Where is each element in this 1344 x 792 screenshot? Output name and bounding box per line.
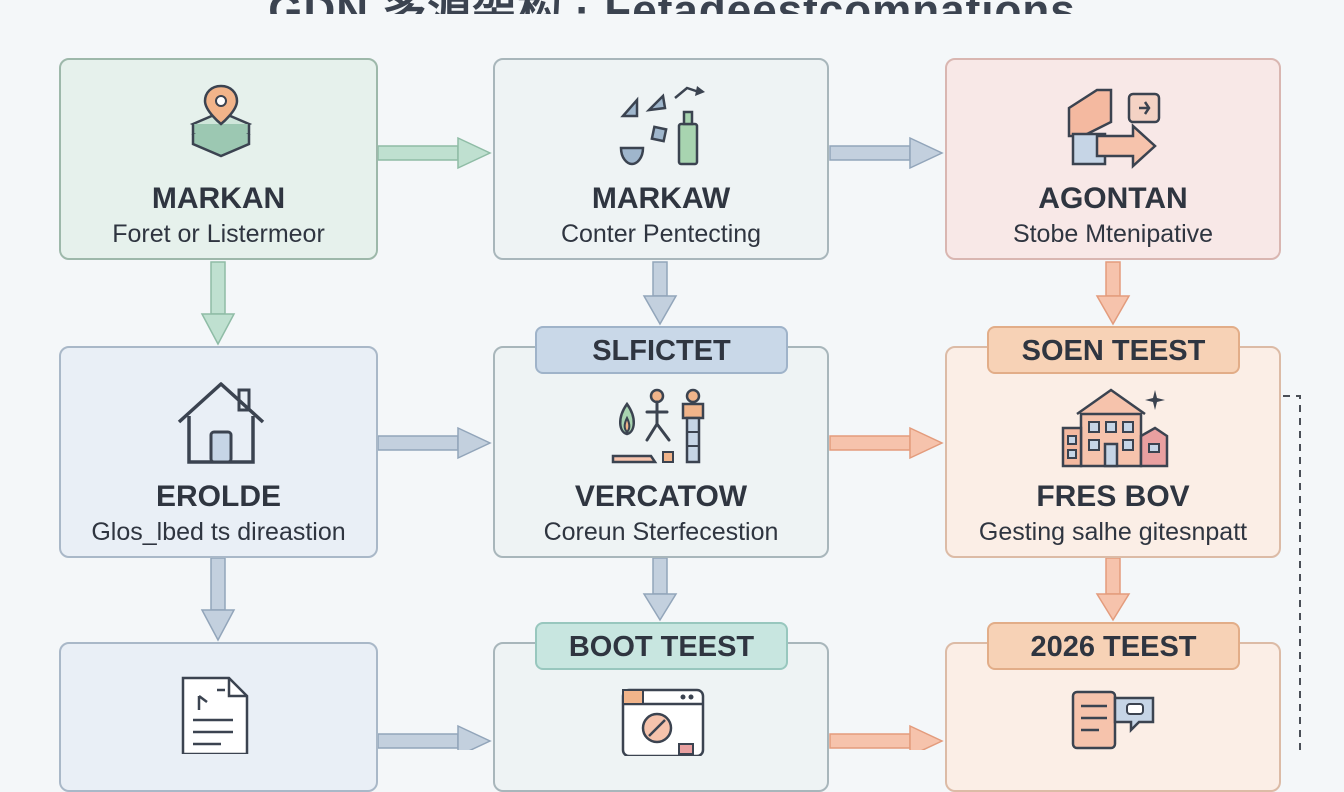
card-vercatow: VERCATOW Coreun Sterfecestion bbox=[493, 346, 829, 558]
connector-arrows bbox=[200, 136, 1301, 750]
figures-tower-icon bbox=[611, 388, 705, 464]
card-agontan: AGONTAN Stobe Mtenipative bbox=[945, 58, 1281, 260]
card-title: MARKAW bbox=[591, 182, 731, 215]
browser-window-icon bbox=[621, 688, 705, 756]
location-server-icon bbox=[189, 84, 253, 158]
dashed-feedback-line bbox=[1283, 395, 1301, 750]
card-title: VERCATOW bbox=[574, 480, 748, 513]
arrow-r1-c2-c3 bbox=[829, 136, 944, 170]
diagram-title: GDN 多源架构 · Fetadeestcomnations bbox=[0, 0, 1344, 14]
card-title: FRES BOV bbox=[1036, 480, 1190, 513]
card-fres-bov: FRES BOV Gesting salhe gitesnpatt bbox=[945, 346, 1281, 558]
arrow-r2-c2-c3 bbox=[829, 426, 944, 460]
card-title: AGONTAN bbox=[1038, 182, 1188, 215]
card-erolde: EROLDE Glos_lbed ts direastion bbox=[59, 346, 378, 558]
arrow-c2-r1-tag bbox=[642, 261, 678, 326]
card-subtitle: Coreun Sterfecestion bbox=[543, 518, 779, 546]
tag-soen-teest: SOEN TEEST bbox=[987, 326, 1240, 374]
tag-2026-teest: 2026 TEEST bbox=[987, 622, 1240, 670]
tag-slfictet: SLFICTET bbox=[535, 326, 788, 374]
card-subtitle: Glos_lbed ts direastion bbox=[91, 518, 346, 546]
card-title: MARKAN bbox=[151, 182, 286, 215]
card-subtitle: Gesting salhe gitesnpatt bbox=[978, 518, 1248, 546]
chat-documents-icon bbox=[1071, 690, 1155, 750]
transfer-arrows-icon bbox=[1067, 88, 1161, 169]
card-title: EROLDE bbox=[155, 480, 281, 513]
building-icon bbox=[1061, 388, 1169, 468]
card-markan: MARKAN Foret or Listermeor bbox=[59, 58, 378, 260]
shapes-tools-icon bbox=[619, 86, 705, 166]
arrow-c2-r2-tag bbox=[642, 557, 678, 622]
arrow-c3-r1-tag bbox=[1095, 261, 1131, 326]
arrow-c1-r2-r3 bbox=[200, 557, 236, 642]
arrow-r3-c1-c2 bbox=[377, 724, 492, 750]
arrow-r3-c2-c3 bbox=[829, 724, 944, 750]
arrow-c1-r1-r2 bbox=[200, 261, 236, 346]
document-icon bbox=[181, 676, 249, 754]
card-row3-left bbox=[59, 642, 378, 792]
tag-boot-teest: BOOT TEEST bbox=[535, 622, 788, 670]
arrow-r1-c1-c2 bbox=[377, 136, 492, 170]
card-subtitle: Foret or Listermeor bbox=[112, 220, 325, 248]
card-subtitle: Conter Pentecting bbox=[560, 220, 762, 248]
arrow-c3-r2-tag bbox=[1095, 557, 1131, 622]
card-subtitle: Stobe Mtenipative bbox=[1012, 220, 1214, 248]
arrow-r2-c1-c2 bbox=[377, 426, 492, 460]
house-icon bbox=[177, 382, 265, 464]
card-markaw: MARKAW Conter Pentecting bbox=[493, 58, 829, 260]
